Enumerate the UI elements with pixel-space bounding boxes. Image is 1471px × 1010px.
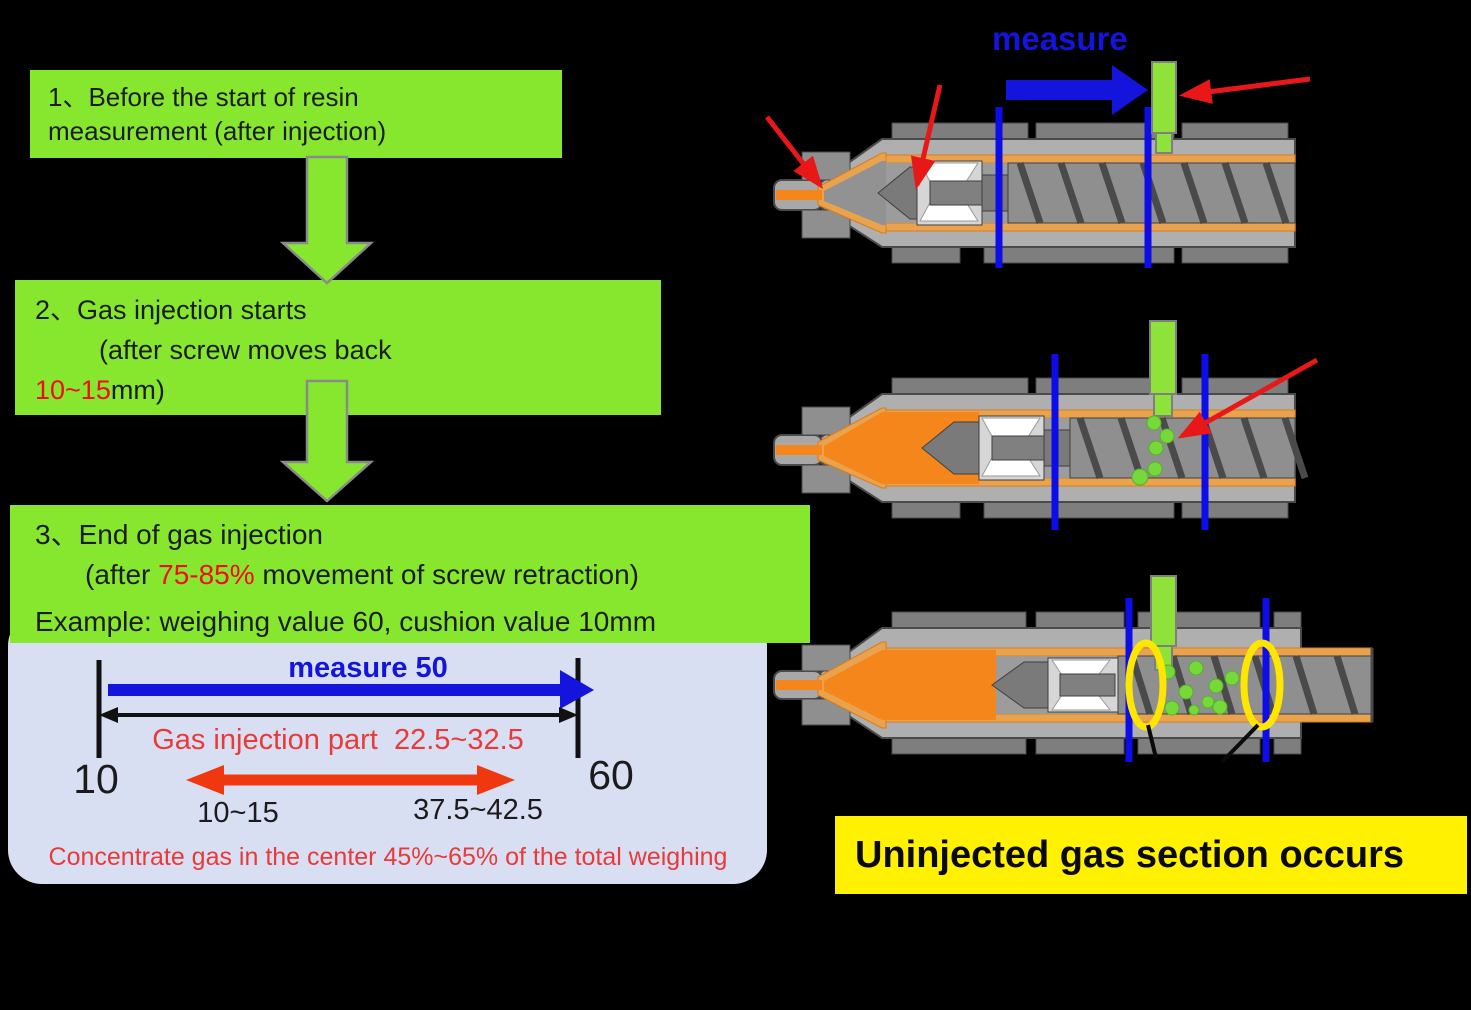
- nozzle-channel: [776, 190, 822, 200]
- step-3-red-value: 75-85%: [158, 559, 255, 590]
- red-pointer-nozzle-icon: [765, 115, 824, 189]
- cone-interior: [824, 161, 886, 225]
- screw: [877, 160, 1296, 226]
- screw-flights: [1076, 416, 1309, 480]
- step-2-red-value: 10~15: [35, 375, 111, 405]
- step-2-box: 2、Gas injection starts (after screw move…: [15, 280, 661, 415]
- caption-banner: Uninjected gas section occurs: [835, 816, 1467, 894]
- gas-injection-part-label: Gas injection part 22.5~32.5: [152, 724, 524, 756]
- right-range-value: 37.5~42.5: [413, 794, 543, 826]
- screw: [921, 415, 1309, 481]
- measure-arrow-shaft: [108, 684, 564, 696]
- step-1-line-1: 1、Before the start of resin: [48, 82, 359, 112]
- step-3-box: 3、End of gas injection (after 75-85% mov…: [10, 505, 810, 643]
- step-2-line-1: 2、Gas injection starts: [35, 295, 307, 325]
- red-pointer-injector-icon: [1179, 76, 1311, 104]
- measure-arrow-icon: [1006, 65, 1148, 115]
- measure-label: measure: [992, 20, 1128, 57]
- start-value: 10: [73, 756, 119, 802]
- uninjected-gas-ellipse-right: [1240, 639, 1284, 731]
- measure-arrow-head-icon: [560, 670, 594, 709]
- step-3-line-2: (after 75-85% movement of screw retracti…: [35, 555, 810, 595]
- check-ring-body: [1059, 673, 1116, 697]
- screw-coupler: [981, 174, 1009, 212]
- step-2-line-3-rest: mm): [110, 375, 165, 405]
- step-3-line-1: 3、End of gas injection: [35, 519, 323, 550]
- step-3-line-2-post: movement of screw retraction): [254, 559, 639, 590]
- end-value: 60: [588, 752, 634, 798]
- step-1-box: 1、Before the start of resin measurement …: [30, 70, 562, 158]
- step-3-line-2-pre: (after: [85, 559, 159, 590]
- nozzle-channel: [776, 680, 822, 690]
- left-range-value: 10~15: [197, 797, 279, 829]
- screw-diagram-2: [773, 320, 1319, 530]
- measure-50-label: measure 50: [288, 652, 448, 684]
- screw-diagram-3: [773, 575, 1374, 764]
- nozzle-channel: [776, 445, 822, 455]
- total-range-arrow-right-head-icon: [559, 707, 578, 723]
- leader-line-right: [1220, 723, 1260, 764]
- measurement-panel: measure 50 Gas injection part 22.5~32.5 …: [8, 612, 767, 884]
- concentrate-note: Concentrate gas in the center 45%~65% of…: [48, 843, 728, 871]
- check-ring-body: [929, 180, 983, 206]
- check-ring-body: [991, 435, 1045, 461]
- step-3-example: Example: weighing value 60, cushion valu…: [35, 606, 657, 637]
- melt-pool: [824, 412, 979, 484]
- gas-injector-icon: [1149, 320, 1177, 417]
- gas-range-arrow-right-head-icon: [477, 765, 515, 795]
- step-2-line-2: (after screw moves back: [99, 335, 392, 365]
- screw: [991, 648, 1374, 722]
- gas-bubbles: [1160, 660, 1240, 716]
- screw-diagram-1: [765, 61, 1311, 268]
- red-pointer-gas-icon: [1177, 357, 1319, 439]
- gas-bubbles: [1131, 415, 1175, 486]
- flow-arrow-down-1-icon: [279, 155, 375, 285]
- screw-flights: [1016, 161, 1290, 225]
- total-range-arrow-left-head-icon: [99, 707, 118, 723]
- gas-injector-icon: [1151, 61, 1177, 154]
- leader-line-left: [1146, 724, 1158, 759]
- gas-range-arrow-left-head-icon: [186, 765, 224, 795]
- red-pointer-checkring-icon: [910, 84, 943, 190]
- step-1-line-2: measurement (after injection): [48, 116, 387, 146]
- uninjected-gas-ellipse-left: [1125, 639, 1167, 731]
- measurement-diagram-svg: [96, 658, 594, 795]
- melt-pool: [824, 650, 996, 720]
- step-2-line-3: 10~15mm): [35, 370, 661, 410]
